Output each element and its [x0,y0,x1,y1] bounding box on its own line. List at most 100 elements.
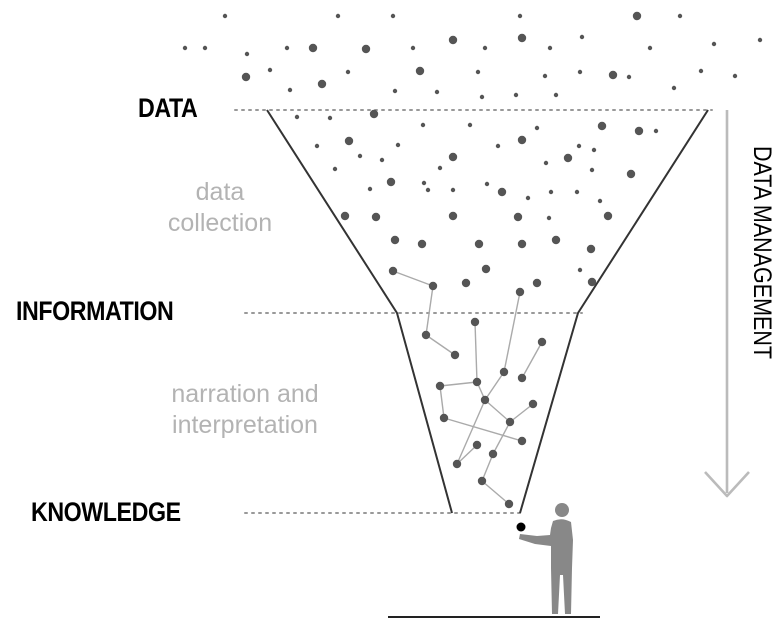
data-point-small [517,13,523,19]
connection-line [456,444,478,465]
connection-line [492,421,511,455]
connection-line [439,381,478,387]
data-point-small [589,167,595,173]
data-point-small [379,157,385,163]
data-point-small [698,68,704,74]
data-point [448,211,458,221]
data-point [634,126,644,136]
connection-line [456,399,486,465]
data-point-small [548,189,554,195]
data-point-small [546,215,552,221]
connection-line [484,371,505,401]
process-label-data-collection: data collection [160,177,280,239]
data-point [340,211,350,221]
data-point [608,70,618,80]
connection-line [521,341,543,379]
data-point-small [345,69,351,75]
data-point-small [626,74,632,80]
connection-line [425,334,456,356]
data-management-arrow [704,110,750,498]
information-point [421,330,431,340]
data-point-small [574,189,580,195]
information-point [505,417,515,427]
person-head [555,503,569,517]
data-point-small [757,37,763,43]
arrow-head [704,471,750,498]
data-point [461,278,471,288]
data-point-small [671,85,677,91]
data-point [517,33,527,43]
data-point-small [437,165,443,171]
level-label-data: DATA [138,93,198,123]
information-point [515,287,525,297]
process-label-line: data [195,178,245,206]
data-point [532,278,542,288]
data-point-small [543,160,549,166]
information-point [452,459,462,469]
connection-line [484,399,511,423]
data-point [386,177,396,187]
data-point-small [495,143,501,149]
data-point-small [202,45,208,51]
data-point [390,235,400,245]
data-point-small [420,122,426,128]
data-point-small [467,122,473,128]
data-point [474,239,484,249]
data-point-small [390,13,396,19]
data-point-small [294,114,300,120]
data-point-small [711,41,717,47]
information-point [528,399,538,409]
information-point [450,350,460,360]
data-point [632,11,642,21]
data-point-small [542,73,548,79]
information-point [488,449,498,459]
dotted-guide-lines [234,109,713,514]
data-point-small [597,198,603,204]
data-points [182,11,763,509]
information-point [470,317,480,327]
data-point [517,239,527,249]
data-point-small [484,181,490,187]
data-point [551,235,561,245]
process-label-line: collection [167,209,273,237]
data-point-small [547,45,553,51]
data-point-small [579,34,585,40]
information-point [428,281,438,291]
information-point [477,476,487,486]
data-point-small [332,166,338,172]
data-point-small [450,187,456,193]
data-point-small [410,45,416,51]
data-point-small [421,180,427,186]
information-point [480,395,490,405]
data-point-small [367,186,373,192]
data-point-small [647,45,653,51]
data-point-small [327,115,333,121]
data-point-small [591,147,597,153]
data-point-small [434,89,440,95]
held-knowledge-dot [516,522,526,532]
funnel-left-edge [266,109,453,514]
data-point-small [395,142,401,148]
data-point-small [677,13,683,19]
information-point [517,436,527,446]
information-point [435,381,445,391]
data-management-label: DATA MANAGEMENT [748,146,776,360]
data-point-small [425,187,431,193]
data-point [415,66,425,76]
level-label-knowledge: KNOWLEDGE [31,497,181,527]
connection-line [439,385,445,419]
data-point-small [284,45,290,51]
data-point-small [244,51,250,57]
funnel-right-edge [519,109,709,514]
connection-line [474,321,478,383]
connection-line [481,480,510,505]
data-point [587,277,597,287]
connection-line [481,453,494,482]
data-point [517,135,527,145]
connection-line [509,403,534,423]
data-point [371,212,381,222]
data-point [448,152,458,162]
information-point [504,499,514,509]
